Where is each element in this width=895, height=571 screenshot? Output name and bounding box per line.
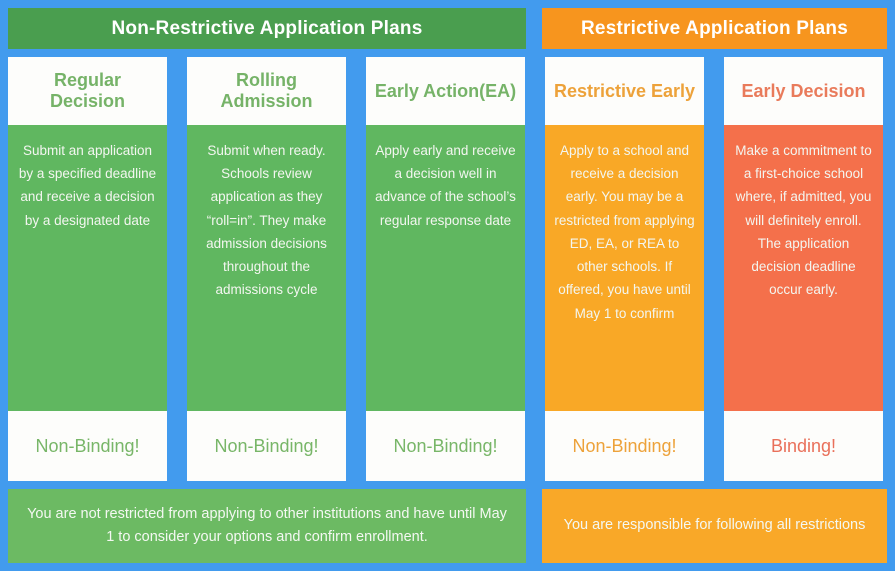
summary-non-restrictive-text: You are not restricted from applying to … xyxy=(27,505,507,545)
plan-binding-label-rolling-admission: Non-Binding! xyxy=(214,435,319,456)
plan-title-box-rolling-admission: Rolling Admission xyxy=(187,57,346,125)
plan-binding-box-rolling-admission: Non-Binding! xyxy=(187,411,346,481)
plan-body-regular-decision: Submit an application by a specified dea… xyxy=(18,143,157,228)
plan-body-rolling-admission: Submit when ready. Schools review applic… xyxy=(206,143,327,298)
plan-column-early-action: Early Action(EA) Apply early and receive… xyxy=(366,57,525,481)
plan-column-row: Regular Decision Submit an application b… xyxy=(0,57,895,481)
group-header-non-restrictive: Non-Restrictive Application Plans xyxy=(8,8,526,49)
summary-restrictive-text: You are responsible for following all re… xyxy=(563,517,866,534)
group-header-restrictive: Restrictive Application Plans xyxy=(542,8,887,49)
group-header-restrictive-label: Restrictive Application Plans xyxy=(581,17,848,39)
plan-binding-box-early-decision: Binding! xyxy=(724,411,883,481)
plan-title-box-early-action: Early Action(EA) xyxy=(366,57,525,125)
group-header-row: Non-Restrictive Application Plans Restri… xyxy=(0,0,895,57)
plan-binding-label-restrictive-early: Non-Binding! xyxy=(572,435,677,456)
plan-title-early-action: Early Action(EA) xyxy=(374,80,517,101)
plan-body-box-early-action: Apply early and receive a decision well … xyxy=(366,125,525,411)
summary-restrictive: You are responsible for following all re… xyxy=(542,489,887,563)
plan-body-restrictive-early: Apply to a school and receive a decision… xyxy=(554,143,695,321)
plan-body-box-early-decision: Make a commitment to a first-choice scho… xyxy=(724,125,883,411)
plan-binding-label-regular-decision: Non-Binding! xyxy=(35,435,140,456)
plan-body-early-decision: Make a commitment to a first-choice scho… xyxy=(735,143,872,298)
plan-body-box-rolling-admission: Submit when ready. Schools review applic… xyxy=(187,125,346,411)
plan-title-box-restrictive-early: Restrictive Early xyxy=(545,57,704,125)
plan-binding-box-restrictive-early: Non-Binding! xyxy=(545,411,704,481)
plan-body-box-restrictive-early: Apply to a school and receive a decision… xyxy=(545,125,704,411)
plan-binding-box-early-action: Non-Binding! xyxy=(366,411,525,481)
group-header-non-restrictive-label: Non-Restrictive Application Plans xyxy=(111,17,423,39)
plan-title-early-decision: Early Decision xyxy=(741,80,866,101)
plan-title-box-regular-decision: Regular Decision xyxy=(8,57,167,125)
plan-column-early-decision: Early Decision Make a commitment to a fi… xyxy=(724,57,883,481)
plan-binding-label-early-decision: Binding! xyxy=(770,435,837,456)
plan-binding-label-early-action: Non-Binding! xyxy=(393,435,498,456)
summary-non-restrictive: You are not restricted from applying to … xyxy=(8,489,526,563)
plan-body-box-regular-decision: Submit an application by a specified dea… xyxy=(8,125,167,411)
plan-column-restrictive-early: Restrictive Early Apply to a school and … xyxy=(545,57,704,481)
plan-column-rolling-admission: Rolling Admission Submit when ready. Sch… xyxy=(187,57,346,481)
summary-row: You are not restricted from applying to … xyxy=(0,481,895,571)
plan-title-box-early-decision: Early Decision xyxy=(724,57,883,125)
plan-binding-box-regular-decision: Non-Binding! xyxy=(8,411,167,481)
plan-title-restrictive-early: Restrictive Early xyxy=(553,80,696,101)
plan-column-regular-decision: Regular Decision Submit an application b… xyxy=(8,57,167,481)
plan-title-regular-decision: Regular Decision xyxy=(49,70,126,111)
plan-body-early-action: Apply early and receive a decision well … xyxy=(375,143,516,228)
plan-title-rolling-admission: Rolling Admission xyxy=(220,70,313,111)
